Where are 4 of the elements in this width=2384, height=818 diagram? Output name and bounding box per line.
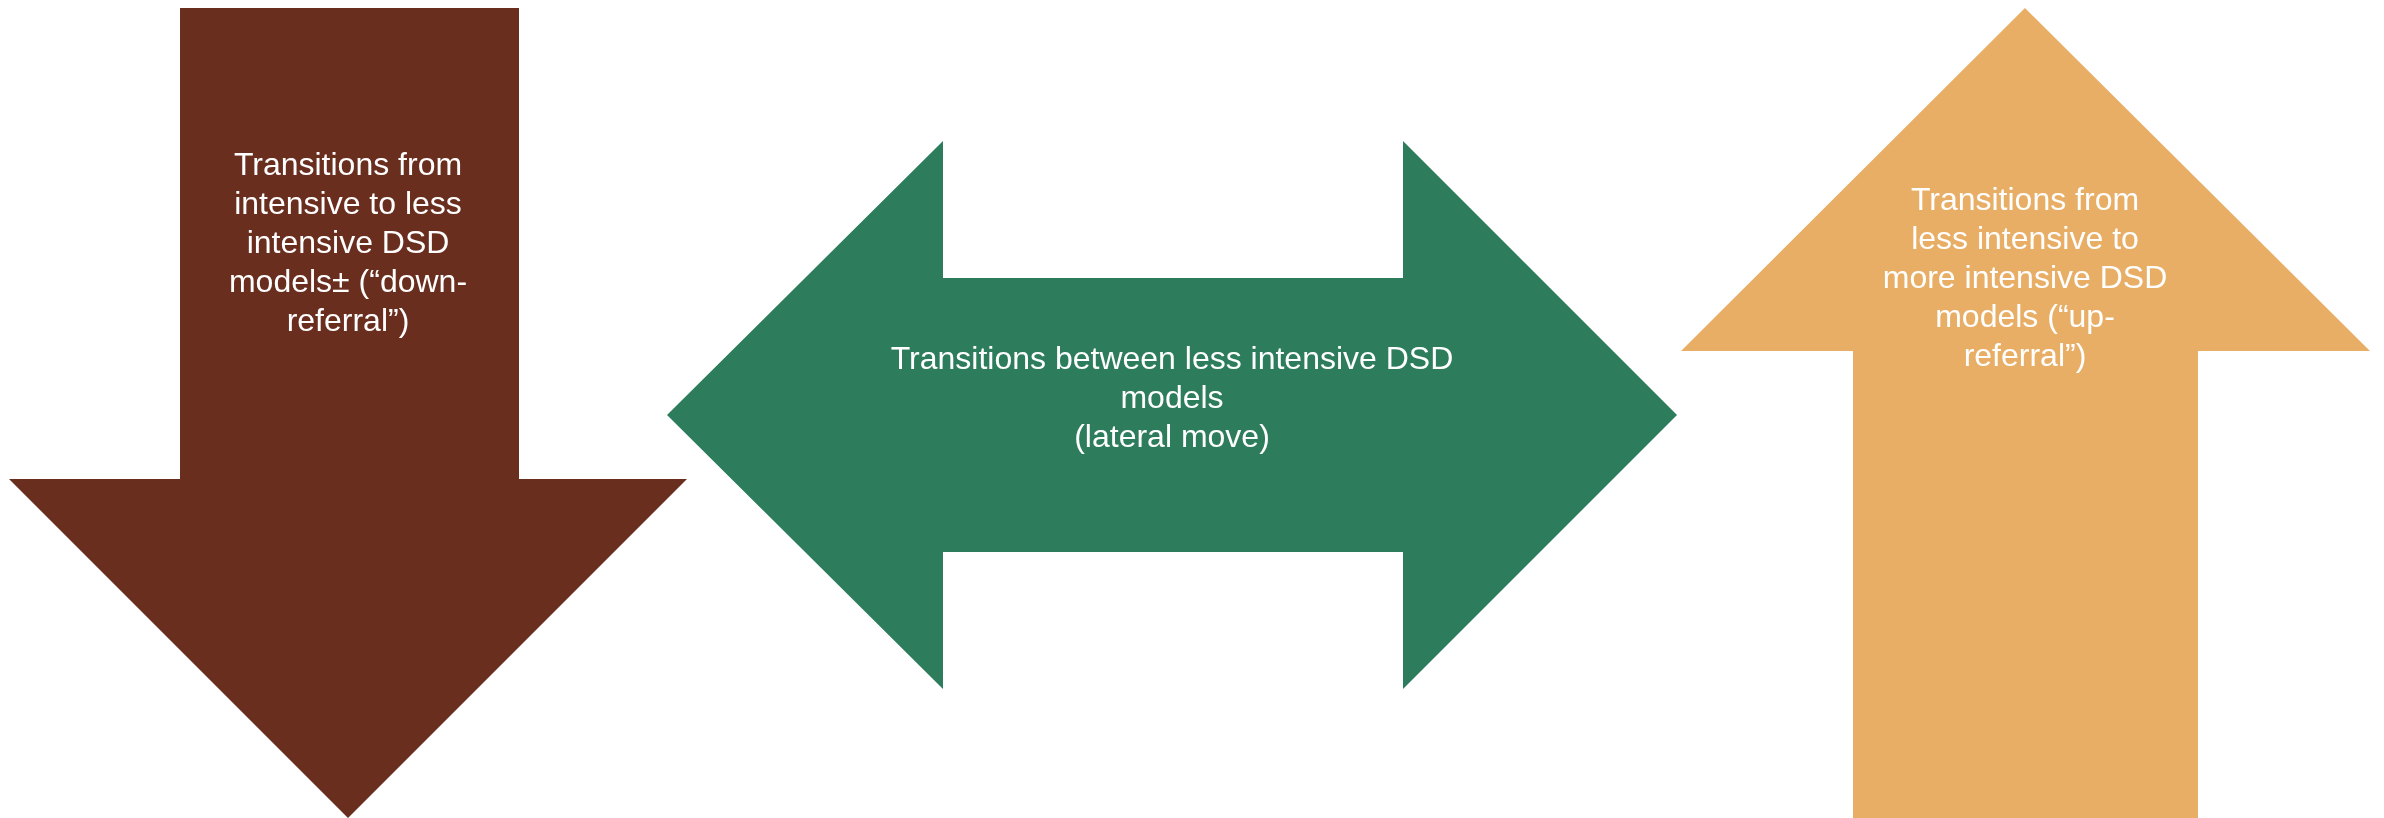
arrow-label: Transitions from intensive to less intensive DSD models± (“down-referral”) <box>227 145 469 340</box>
arrow-label: Transitions from less intensive to more intensive DSD models (“up-referral”) <box>1881 180 2169 375</box>
arrow-label: (lateral move) <box>1073 417 1271 456</box>
arrow-label: Transitions between less intensive DSD models <box>889 339 1455 417</box>
